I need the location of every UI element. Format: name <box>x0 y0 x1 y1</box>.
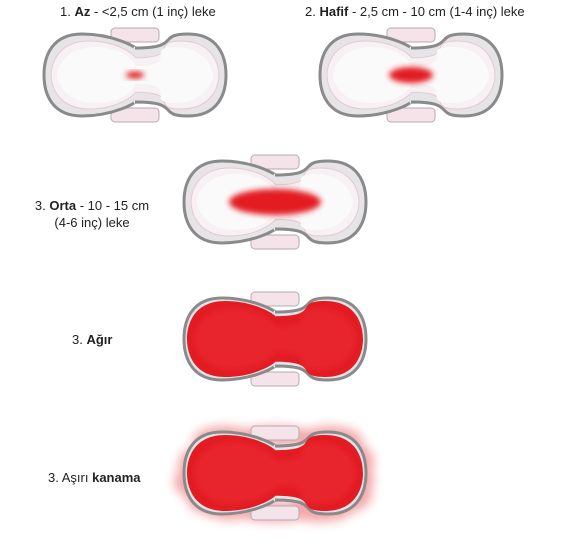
stain-spot <box>229 189 321 215</box>
stain-spot <box>389 67 433 83</box>
pad-orta <box>180 155 370 249</box>
pad-hafif <box>316 28 506 122</box>
label-agir: 3. Ağır <box>72 331 112 348</box>
label-hafif: 2. Hafif - 2,5 cm - 10 cm (1-4 inç) leke <box>305 3 525 20</box>
pad-az <box>40 28 230 122</box>
pad-asiri <box>180 426 370 520</box>
stain-spot <box>126 72 144 79</box>
pad-agir <box>180 292 370 386</box>
label-orta: 3. Orta - 10 - 15 cm (4-6 inç) leke <box>22 197 162 231</box>
label-asiri: 3. Aşırı kanama <box>48 469 141 486</box>
label-az: 1. Az - <2,5 cm (1 inç) leke <box>60 3 216 20</box>
